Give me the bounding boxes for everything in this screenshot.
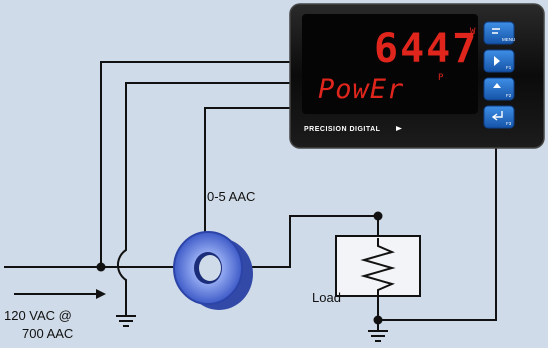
menu-button-caption: MENU (502, 37, 515, 42)
current-transformer-icon (173, 231, 253, 310)
menu-icon (492, 28, 500, 34)
menu-button[interactable]: MENU (483, 21, 515, 45)
f2-button-caption: F2 (506, 93, 512, 98)
panel-meter: 6447 W PowEr P PRECISION DIGITAL MENU F1… (289, 3, 545, 149)
f2-button[interactable]: F2 (483, 77, 515, 101)
display-label-mark: P (438, 73, 444, 83)
input-arrow (14, 289, 106, 299)
ground-symbol-right (368, 320, 388, 342)
f1-button[interactable]: F1 (483, 49, 515, 73)
display-value: 6447 (374, 26, 478, 72)
brand-arrow-icon (396, 126, 402, 131)
up-arrow-icon (493, 83, 501, 88)
right-arrow-icon (494, 56, 500, 66)
f1-button-caption: F1 (506, 65, 512, 70)
signal-label: 0-5 AAC (207, 189, 255, 204)
meter-power-wire-2 (117, 82, 290, 300)
f3-button-caption: F3 (506, 121, 512, 126)
display-unit-mark: W (470, 27, 476, 37)
wiring (4, 61, 497, 321)
ct-signal-wire-1 (204, 107, 290, 240)
load-resistor-icon (335, 235, 421, 297)
junction-dot-supply (96, 262, 106, 272)
meter-power-wire-1 (100, 61, 290, 267)
enter-icon (491, 111, 503, 121)
brand-logo: PRECISION DIGITAL (304, 126, 381, 133)
load-label: Load (312, 290, 341, 305)
supply-label-line1: 120 VAC @ (4, 308, 72, 323)
f3-button[interactable]: F3 (483, 105, 515, 129)
ground-symbol-left (116, 300, 136, 327)
supply-label-line2: 700 AAC (22, 326, 73, 341)
junction-dot-load-top (373, 211, 383, 221)
load-feed-wire (240, 215, 379, 268)
display-label: PowEr (318, 74, 404, 105)
meter-return-wire (378, 148, 497, 321)
